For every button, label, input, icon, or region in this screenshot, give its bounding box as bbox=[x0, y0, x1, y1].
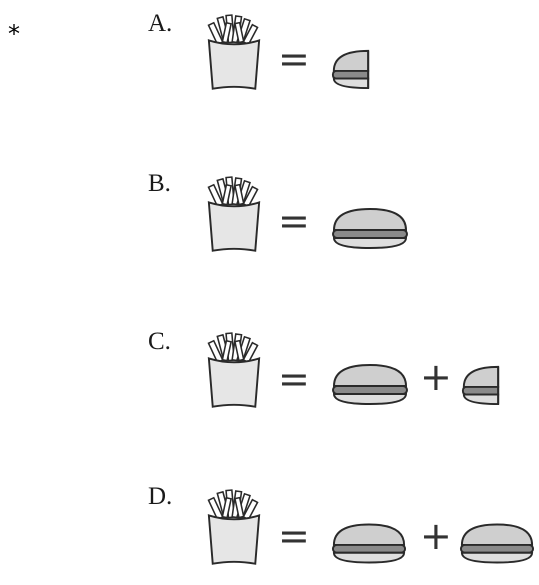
option-label: C. bbox=[148, 328, 171, 355]
equals-sign: = bbox=[278, 199, 310, 243]
fries-icon bbox=[205, 330, 263, 410]
fries-icon bbox=[205, 12, 263, 92]
hamburger-icon bbox=[330, 206, 410, 250]
equals-sign: = bbox=[278, 37, 310, 81]
fries-icon bbox=[205, 174, 263, 254]
option-label: B. bbox=[148, 170, 171, 197]
equals-sign: = bbox=[278, 357, 310, 401]
plus-sign: + bbox=[420, 355, 452, 399]
option-label: A. bbox=[148, 10, 173, 37]
option-b[interactable]: B. = bbox=[0, 160, 539, 270]
hamburger-icon bbox=[458, 521, 536, 565]
option-c[interactable]: C. = + bbox=[0, 320, 539, 430]
half-hamburger-icon bbox=[460, 364, 502, 406]
half-hamburger-icon bbox=[330, 48, 372, 90]
plus-sign: + bbox=[420, 514, 452, 558]
equals-sign: = bbox=[278, 514, 310, 558]
option-d[interactable]: D. = + bbox=[0, 475, 539, 585]
option-a[interactable]: A. = bbox=[0, 0, 539, 110]
hamburger-icon bbox=[330, 521, 408, 565]
required-marker: * bbox=[8, 20, 20, 48]
hamburger-icon bbox=[330, 362, 410, 406]
fries-icon bbox=[205, 487, 263, 567]
option-label: D. bbox=[148, 483, 173, 510]
